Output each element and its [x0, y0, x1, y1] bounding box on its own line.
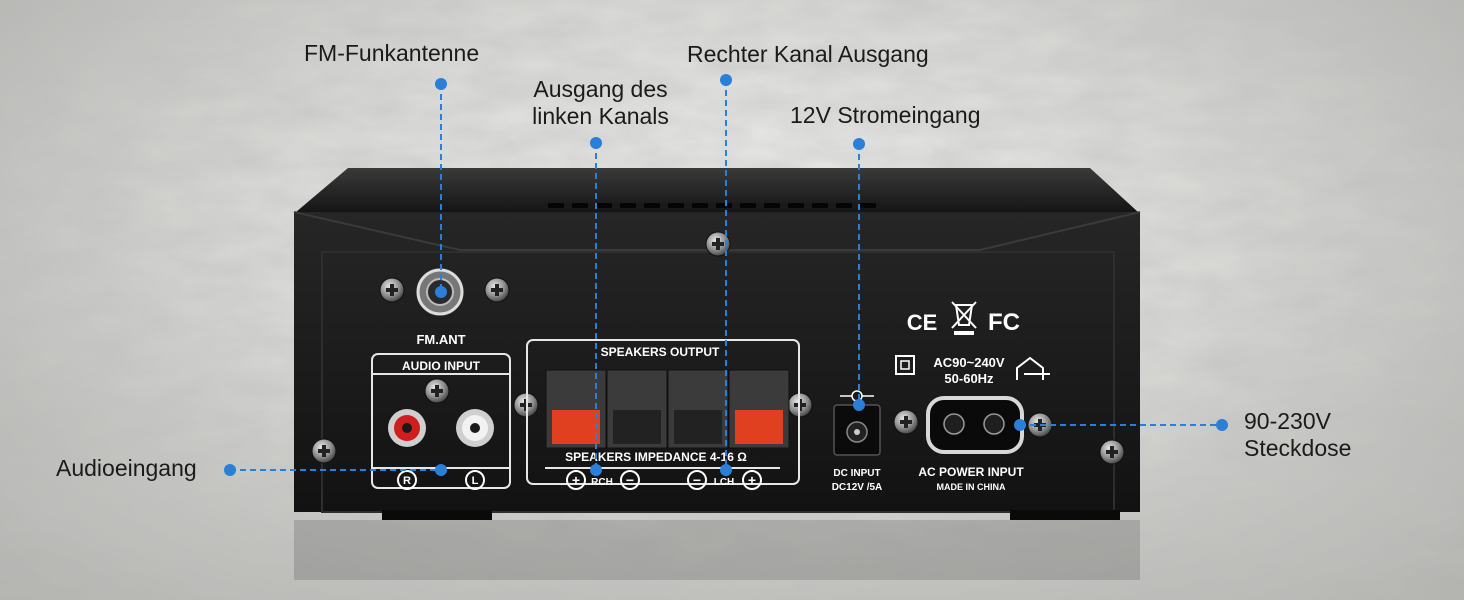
speakers-impedance-label: SPEAKERS IMPEDANCE 4-16 Ω — [565, 450, 747, 464]
dc-input-jack — [833, 404, 881, 456]
ce-mark: CE — [907, 310, 938, 335]
callout-ac-socket: 90-230V Steckdose — [1244, 408, 1351, 462]
audio-input-box — [371, 353, 511, 489]
speaker-terminal-block — [545, 369, 790, 449]
rca-jack-left — [456, 409, 494, 447]
screw-icon — [1099, 439, 1125, 465]
screw-icon — [893, 409, 919, 435]
lch-label: LCH — [714, 477, 735, 488]
fm-ant-label: FM.ANT — [416, 332, 465, 347]
ac-power-socket — [926, 396, 1024, 454]
audio-input-label: AUDIO INPUT — [402, 359, 481, 373]
rch-label: RCH — [591, 477, 613, 488]
screw-icon — [484, 277, 510, 303]
callout-left-channel-output: Ausgang des linken Kanals — [528, 76, 673, 130]
callout-fm-antenna: FM-Funkantenne — [304, 40, 480, 66]
minus-symbol: − — [626, 472, 634, 488]
rca-jack-right — [388, 409, 426, 447]
plus-symbol: + — [748, 472, 756, 488]
fc-mark: FC — [988, 309, 1020, 336]
callout-left-channel-line1: Ausgang des — [533, 76, 668, 102]
callout-dc-input: 12V Stromeingang — [790, 102, 981, 128]
screw-icon — [424, 378, 450, 404]
minus-symbol: − — [693, 472, 701, 488]
callout-dots — [224, 74, 1228, 476]
callout-right-channel-output: Rechter Kanal Ausgang — [687, 41, 929, 67]
ac-power-input-label: AC POWER INPUT — [918, 465, 1024, 479]
callout-lines — [230, 80, 1222, 471]
speakers-output-label: SPEAKERS OUTPUT — [601, 345, 720, 359]
ac-rating-voltage: AC90~240V — [933, 355, 1005, 370]
plus-symbol: + — [572, 472, 580, 488]
indoor-use-icon — [1016, 356, 1050, 380]
callout-audio-input: Audioeingang — [56, 455, 197, 481]
jack-l-label: L — [472, 475, 479, 487]
callout-left-channel-line2: linken Kanals — [532, 103, 669, 129]
speakers-output-box — [526, 339, 800, 485]
floor-reflection — [294, 520, 1140, 580]
callout-ac-socket-line2: Steckdose — [1244, 435, 1352, 461]
screw-icon — [311, 438, 337, 464]
screw-icon — [379, 277, 405, 303]
jack-r-label: R — [403, 475, 411, 487]
ac-rating-frequency: 50-60Hz — [944, 371, 994, 386]
recycle-bin-icon — [951, 301, 977, 335]
callout-ac-socket-line1: 90-230V — [1244, 408, 1331, 434]
made-in-label: MADE IN CHINA — [937, 482, 1006, 492]
dc-input-label: DC INPUT — [833, 468, 880, 479]
dc-rating-label: DC12V /5A — [832, 482, 883, 493]
double-insulation-icon — [895, 355, 915, 375]
